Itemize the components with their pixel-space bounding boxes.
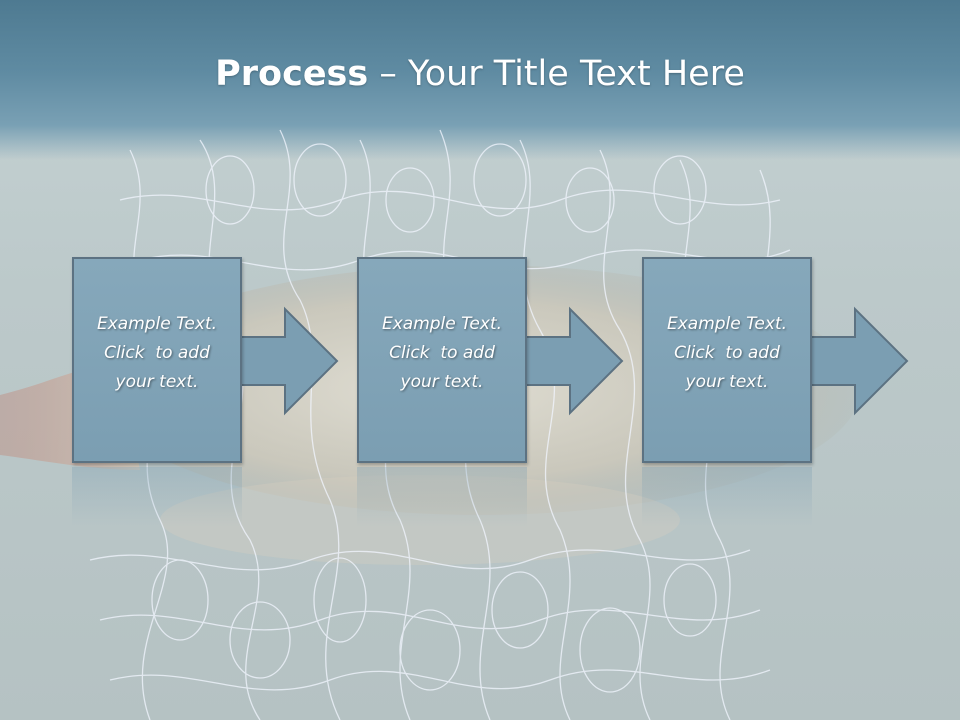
step-text: Example Text. Click to add your text.	[367, 310, 517, 397]
slide-title[interactable]: Process – Your Title Text Here	[0, 52, 960, 96]
step-text-line: your text.	[115, 371, 199, 392]
step-text: Example Text. Click to add your text.	[652, 310, 802, 397]
title-rest: – Your Title Text Here	[368, 54, 745, 94]
step-reflection	[357, 467, 527, 527]
step-text-line: your text.	[400, 371, 484, 392]
step-text-line: Click to add	[389, 342, 495, 363]
arrow-right-icon	[524, 306, 624, 416]
step-text-line: Example Text.	[666, 313, 788, 334]
step-text-line: your text.	[685, 371, 769, 392]
step-box[interactable]: Example Text. Click to add your text.	[357, 257, 527, 463]
step-reflection	[642, 467, 812, 527]
step-text-line: Example Text.	[96, 313, 218, 334]
title-bold: Process	[215, 54, 369, 94]
step-text-line: Example Text.	[381, 313, 503, 334]
step-text: Example Text. Click to add your text.	[82, 310, 232, 397]
step-box[interactable]: Example Text. Click to add your text.	[72, 257, 242, 463]
arrow-right-icon	[239, 306, 339, 416]
step-box[interactable]: Example Text. Click to add your text.	[642, 257, 812, 463]
step-text-line: Click to add	[104, 342, 210, 363]
title-banner	[0, 0, 960, 160]
step-text-line: Click to add	[674, 342, 780, 363]
arrow-right-icon	[809, 306, 909, 416]
step-reflection	[72, 467, 242, 527]
